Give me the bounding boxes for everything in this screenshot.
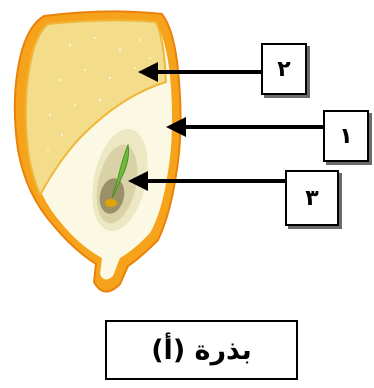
arrow-3 [128, 171, 286, 191]
embryo [92, 128, 148, 232]
label-box-1: ١ [323, 110, 369, 162]
caption-box: بذرة (أ) [105, 320, 298, 380]
arrow-2 [138, 62, 262, 82]
label-3-text: ٣ [305, 185, 319, 211]
radicle [105, 199, 117, 207]
label-box-3: ٣ [285, 170, 339, 226]
label-1-text: ١ [339, 123, 353, 149]
endosperm-speckles [47, 37, 151, 151]
caption-text: بذرة (أ) [151, 334, 252, 366]
label-box-2: ٢ [261, 43, 307, 95]
endosperm [24, 19, 168, 198]
plumule [111, 143, 129, 199]
label-2-text: ٢ [277, 56, 291, 82]
arrow-1 [166, 117, 324, 137]
